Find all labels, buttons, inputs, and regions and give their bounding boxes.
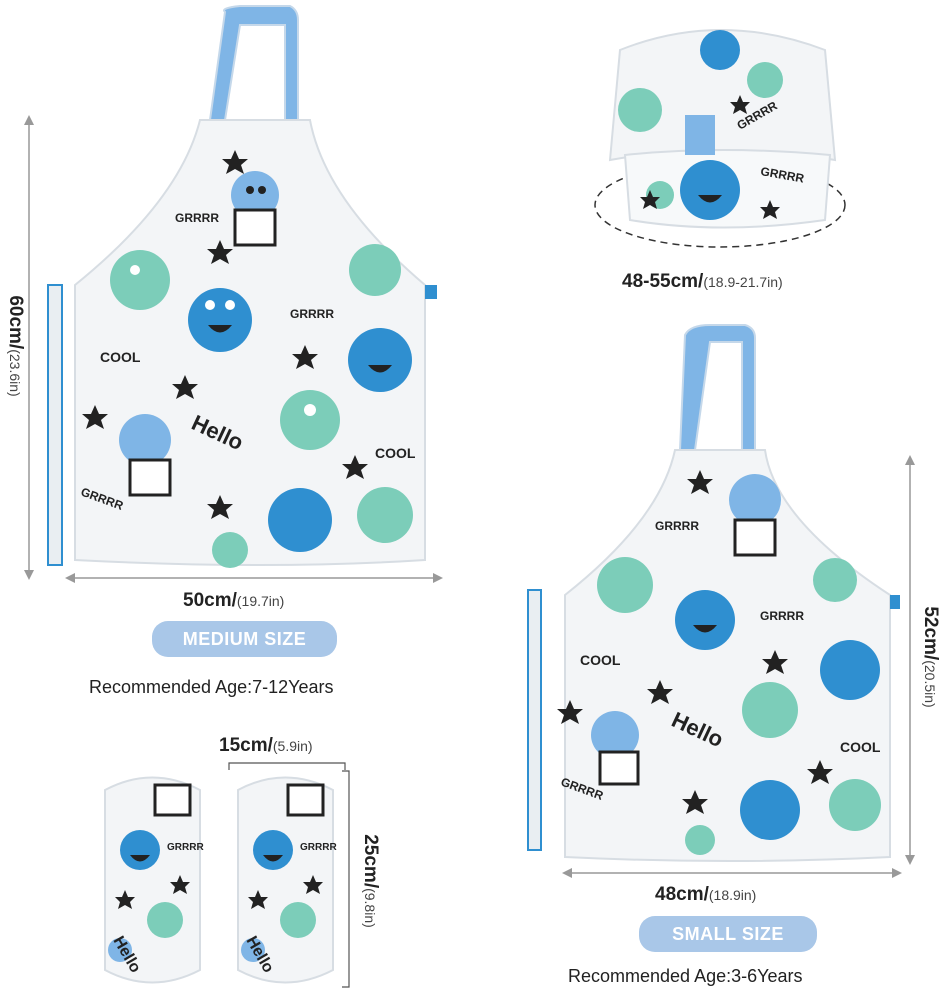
medium-print-cool: COOL [100, 349, 141, 365]
medium-height-label: 60cm/(23.6in) [5, 295, 26, 397]
small-age-label: Recommended Age:3-6Years [568, 966, 803, 986]
small-width-arrow [562, 867, 902, 879]
small-print-grrr: GRRRR [655, 519, 699, 533]
small-height-arrow [903, 455, 917, 865]
sleeve-right-print-grrr: GRRRR [300, 842, 337, 853]
sleeve-height-label: 25cm/(9.8in) [360, 834, 381, 928]
small-height-label: 52cm/(20.5in) [920, 606, 941, 708]
small-size-badge: SMALL SIZE [639, 916, 817, 952]
small-apron-image: Hello COOL COOL GRRRR GRRRR GRRRR [520, 320, 920, 865]
sleeve-right-image: Hello GRRRR [228, 770, 343, 990]
medium-width-label: 50cm/(19.7in) [183, 590, 285, 611]
hat-circumference-label: 48-55cm/(18.9-21.7in) [622, 271, 783, 292]
medium-height-arrow [22, 115, 36, 580]
medium-print-grrr: GRRRR [175, 211, 219, 225]
medium-print-cool-2: COOL [375, 445, 416, 461]
small-print-cool-2: COOL [840, 739, 881, 755]
medium-apron-image: Hello COOL COOL GRRRR GRRRR GRRRR [40, 0, 460, 580]
medium-age-label: Recommended Age:7-12Years [89, 677, 334, 697]
medium-size-badge: MEDIUM SIZE [152, 621, 337, 657]
sleeve-width-bracket [228, 762, 346, 770]
medium-width-arrow [65, 572, 443, 584]
sleeve-left-print-grrr: GRRRR [167, 842, 204, 853]
small-print-cool: COOL [580, 652, 621, 668]
sleeve-width-label: 15cm/(5.9in) [219, 735, 313, 756]
chef-hat-image: GRRRR GRRRR [590, 20, 850, 255]
sleeve-left-image: Hello GRRRR [95, 770, 210, 990]
small-print-grrr-2: GRRRR [760, 609, 804, 623]
small-width-label: 48cm/(18.9in) [655, 884, 757, 905]
medium-print-grrr-2: GRRRR [290, 307, 334, 321]
sleeve-height-bracket [342, 770, 350, 988]
